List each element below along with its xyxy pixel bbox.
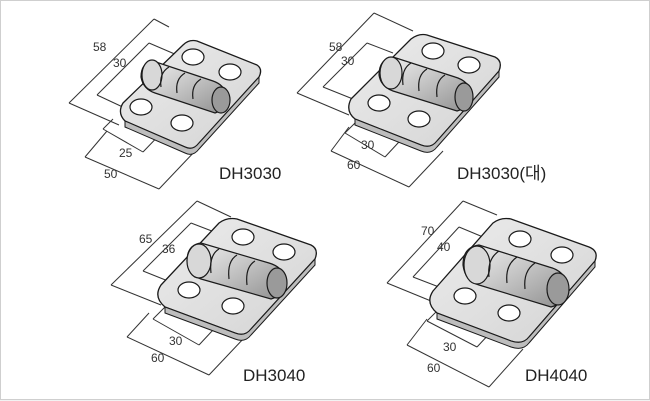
hinge-knuckle (462, 244, 570, 308)
hinge-dh3030: 58 30 25 50 DH3030 (68, 18, 281, 190)
dimension-lines (296, 12, 444, 188)
dim-label-outer-length: 70 (421, 224, 435, 238)
mounting-hole (231, 228, 255, 246)
mounting-hole (421, 42, 445, 60)
dim-label-outer-length: 58 (93, 40, 107, 54)
hinge-knuckle (378, 56, 474, 112)
mounting-hole (221, 297, 245, 315)
hinge-dh3040: 65 36 30 60 DH3040 (110, 200, 317, 385)
dimension-lines (68, 18, 198, 190)
model-name: DH4040 (525, 366, 587, 385)
model-name: DH3040 (243, 366, 305, 385)
mounting-hole (550, 246, 574, 264)
dim-label-inner-length: 30 (113, 56, 127, 70)
mounting-hole (181, 48, 205, 66)
mounting-hole (457, 56, 481, 74)
hinge-knuckle (140, 59, 231, 114)
plate-side-edge (124, 75, 260, 155)
mounting-hole (170, 114, 194, 132)
dim-label-width: 60 (347, 158, 361, 172)
dim-label-width: 60 (151, 351, 165, 365)
dim-label-width: 60 (427, 361, 441, 375)
hinge-dh4040: 70 40 30 60 DH4040 (386, 200, 597, 388)
model-name: DH3030(대) (457, 164, 546, 183)
dim-label-hole-spacing: 30 (361, 138, 375, 152)
mounting-hole (453, 287, 477, 305)
mounting-hole (272, 243, 296, 261)
dimension-lines (386, 200, 524, 388)
mounting-hole (129, 98, 153, 116)
mounting-hole (177, 281, 201, 299)
dim-label-inner-length: 30 (341, 54, 355, 68)
mounting-hole (508, 230, 532, 248)
mounting-hole (218, 63, 242, 81)
dim-label-hole-spacing: 30 (169, 334, 183, 348)
plate-side-edge (436, 259, 596, 349)
dim-label-hole-spacing: 30 (443, 340, 457, 354)
dim-label-outer-length: 58 (329, 40, 343, 54)
plate-side-edge (354, 69, 500, 153)
plate-side-edge (164, 257, 316, 341)
mounting-hole (497, 304, 521, 322)
model-name: DH3030 (219, 164, 281, 183)
hinge-dh3030-large: 58 30 30 60 DH3030(대) (296, 12, 546, 188)
mounting-hole (407, 110, 431, 128)
dim-label-inner-length: 36 (162, 242, 176, 256)
dim-label-inner-length: 40 (437, 240, 451, 254)
dim-label-width: 50 (104, 167, 118, 181)
dim-label-outer-length: 65 (139, 232, 153, 246)
hinge-knuckle (186, 242, 288, 300)
dim-label-hole-spacing: 25 (119, 146, 133, 160)
mounting-hole (367, 94, 391, 112)
